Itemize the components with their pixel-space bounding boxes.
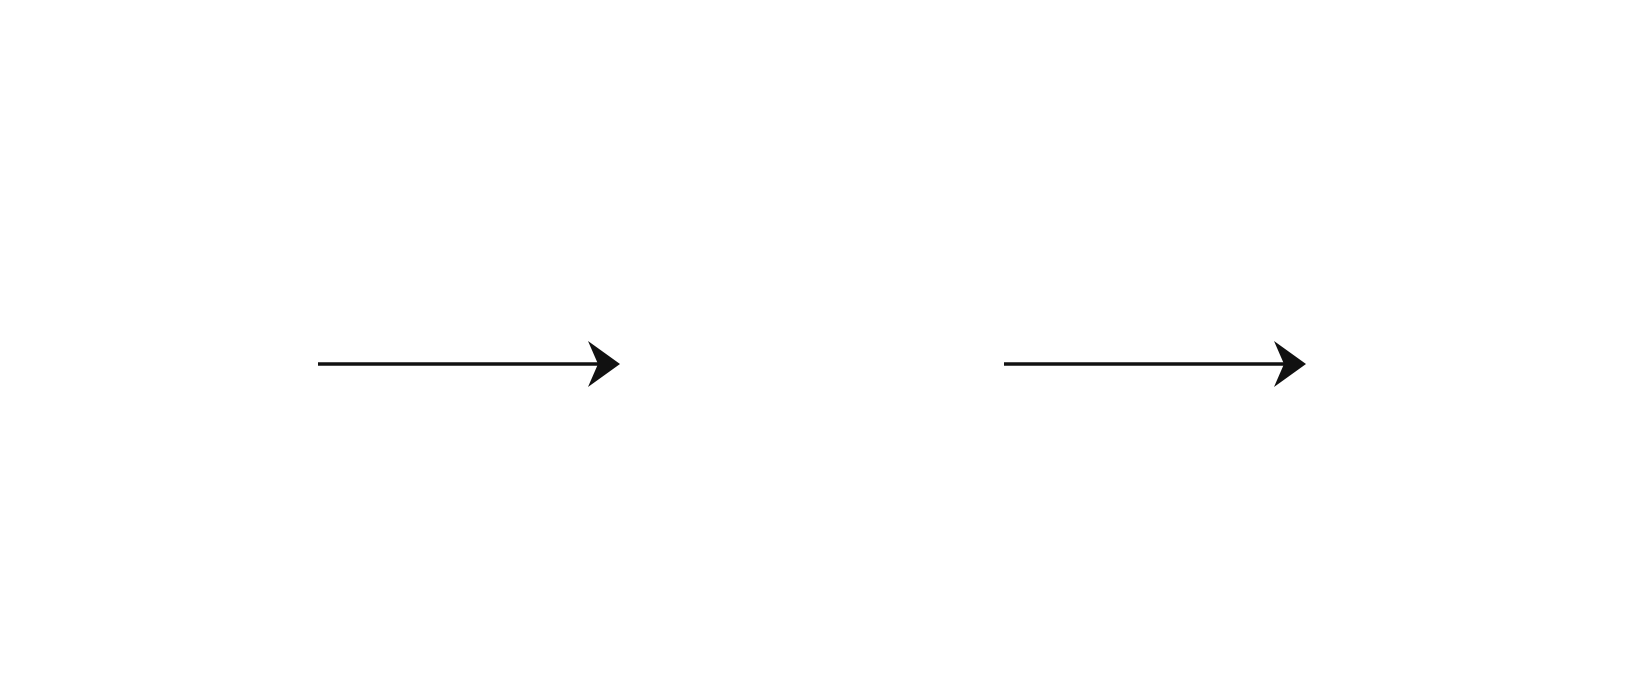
arrow-head	[1274, 341, 1306, 387]
reaction-arrow-1	[318, 341, 620, 387]
orange-ring-fragment	[580, 62, 724, 162]
molecule-core	[1317, 100, 1572, 624]
orange-ring-fragment	[1224, 70, 1368, 170]
molecule-step-2	[687, 100, 942, 624]
molecule-step-1	[5, 90, 260, 614]
arrow-head	[588, 341, 620, 387]
molecule-core	[5, 90, 260, 614]
molecule-step-3	[1317, 100, 1572, 624]
molecule-core	[687, 100, 942, 624]
gray-ring-fragment	[1124, 26, 1242, 132]
reaction-arrow-2	[1004, 341, 1306, 387]
